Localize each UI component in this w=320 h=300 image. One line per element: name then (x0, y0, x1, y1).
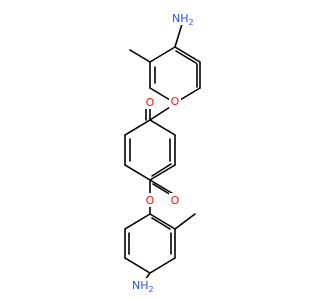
carbonyl-oxygen-top: O (144, 95, 156, 109)
ester-oxygen-bottom: O (144, 193, 156, 207)
ester-oxygen-top: O (169, 94, 181, 108)
ring-bottom (149, 257, 176, 274)
ring-mid (149, 119, 176, 136)
amine-subscript-bottom: 2 (149, 285, 154, 294)
bond-lines (124, 23, 201, 281)
carbonyl-oxygen-bottom-label: O (171, 194, 180, 207)
amine-group-top: NH2 (170, 11, 194, 27)
svg-text:NH2: NH2 (172, 12, 194, 27)
ring-top (174, 46, 201, 63)
ring-mid (124, 119, 151, 136)
svg-text:NH2: NH2 (132, 279, 154, 294)
ring-mid (124, 164, 151, 181)
amine-group-bottom: NH2 (130, 278, 154, 294)
carbonyl-oxygen-bottom: O (169, 193, 181, 207)
ring-top (149, 46, 176, 63)
amine-label-top: NH (172, 12, 189, 25)
ring-bottom (149, 213, 176, 230)
ring-top-inner (175, 50, 197, 64)
carbonyl-oxygen-top-label: O (146, 96, 155, 109)
amine-subscript-top: 2 (189, 18, 194, 27)
ring-bottom (124, 257, 151, 274)
carbonyl-bottom-bond-b (152, 183, 172, 196)
ring-mid (149, 164, 176, 181)
amine-label-bottom: NH (132, 279, 149, 292)
ring-bottom (124, 213, 151, 230)
ring-bottom-inner (151, 217, 171, 230)
carbonyl-bottom-bond-a (149, 179, 176, 196)
ester-oxygen-top-label: O (171, 95, 180, 108)
methyl-bond-top (129, 49, 151, 63)
methyl-bond-bottom (174, 213, 196, 230)
ester-c-top-bond (149, 106, 171, 121)
amine-bond-top (174, 23, 183, 48)
structure-diagram: NH2 O O O O NH2 (124, 11, 201, 294)
ring-mid-inner (151, 163, 172, 177)
ester-oxygen-bottom-label: O (146, 194, 155, 207)
